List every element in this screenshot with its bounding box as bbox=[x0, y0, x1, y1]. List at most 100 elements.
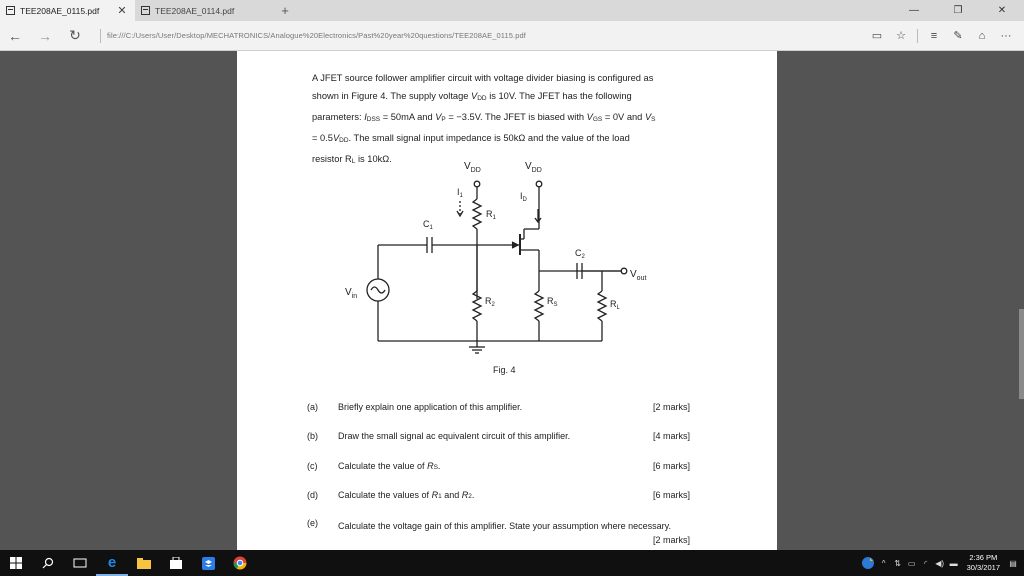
close-window-button[interactable]: ✕ bbox=[980, 0, 1024, 21]
i1-label: I1 bbox=[457, 187, 464, 199]
tab-bar: TEE208AE_0115.pdf ✕ TEE208AE_0114.pdf + … bbox=[0, 0, 1024, 21]
address-bar: ← → ↻ file:///C:/Users/User/Desktop/MECH… bbox=[0, 21, 1024, 51]
restore-button[interactable]: ❐ bbox=[936, 0, 980, 21]
text: is 10V. The JFET has the following bbox=[486, 91, 632, 101]
divider bbox=[100, 28, 101, 43]
new-tab-button[interactable]: + bbox=[270, 0, 300, 21]
keyboard-button[interactable]: ▬ bbox=[947, 550, 961, 576]
tab-page-icon bbox=[141, 6, 150, 15]
text: . bbox=[471, 490, 475, 500]
text: = 0V and bbox=[602, 112, 645, 122]
more-button[interactable]: ··· bbox=[994, 21, 1018, 51]
subscript: DD bbox=[339, 137, 349, 144]
rs-resistor bbox=[533, 290, 545, 322]
marks: [2 marks] bbox=[653, 535, 691, 545]
symbol: R bbox=[427, 461, 434, 471]
pdf-page: A JFET source follower amplifier circuit… bbox=[237, 51, 777, 550]
vdd-left-label: VDD bbox=[464, 161, 481, 174]
dropbox-icon bbox=[201, 556, 215, 570]
wifi-button[interactable]: ◜ bbox=[919, 550, 933, 576]
file-explorer-button[interactable] bbox=[128, 550, 160, 576]
subquestion-label: (c) bbox=[307, 461, 318, 471]
rl-resistor bbox=[596, 290, 608, 322]
symbol: R bbox=[461, 490, 469, 500]
r1-resistor bbox=[471, 198, 483, 230]
edge-taskbar-button[interactable]: e bbox=[96, 550, 128, 576]
clock-date: 30/3/2017 bbox=[966, 563, 1000, 572]
hub-button[interactable]: ≡ bbox=[922, 21, 946, 51]
clock[interactable]: 2:36 PM 30/3/2017 bbox=[967, 553, 1000, 573]
task-view-button[interactable] bbox=[64, 550, 96, 576]
marks: [6 marks] bbox=[653, 490, 691, 500]
network-status-icon[interactable]: ⇅ bbox=[891, 550, 905, 576]
vdd-left-terminal bbox=[473, 180, 481, 188]
id-arrowhead bbox=[534, 217, 542, 224]
subquestion-text: Calculate the value of RS. bbox=[338, 461, 668, 471]
subscript: P bbox=[441, 116, 446, 123]
toolbar: ▭ ☆ ≡ ✎ ⌂ ··· bbox=[865, 21, 1024, 51]
sync-icon: ⇅ bbox=[894, 558, 901, 568]
jfet-gate-arrow bbox=[511, 241, 520, 249]
rl-label: RL bbox=[610, 299, 621, 311]
subscript: 2 bbox=[468, 493, 472, 500]
c1-label: C1 bbox=[423, 219, 434, 231]
show-hidden-icons-button[interactable]: ^ bbox=[877, 550, 891, 576]
share-button[interactable]: ⌂ bbox=[970, 21, 994, 51]
chevron-up-icon: ^ bbox=[881, 558, 886, 568]
subquestion-text: Calculate the values of R1 and R2. bbox=[338, 490, 668, 500]
url-field[interactable]: file:///C:/Users/User/Desktop/MECHATRONI… bbox=[107, 31, 526, 40]
text: . bbox=[437, 461, 441, 471]
system-tray: ^ ⇅ ▭ ◜ ◀) ▬ 2:36 PM 30/3/2017 ▤ bbox=[859, 550, 1024, 576]
dropbox-button[interactable] bbox=[192, 550, 224, 576]
battery-button[interactable]: ▭ bbox=[905, 550, 919, 576]
chrome-button[interactable] bbox=[224, 550, 256, 576]
vdd-right-label: VDD bbox=[525, 161, 542, 174]
tab-tee208ae-0114[interactable]: TEE208AE_0114.pdf bbox=[135, 0, 270, 21]
app-tray-icon[interactable] bbox=[859, 550, 877, 576]
marks: [6 marks] bbox=[653, 461, 691, 471]
notification-icon: ▤ bbox=[1009, 558, 1017, 568]
pen-icon: ✎ bbox=[953, 30, 963, 42]
forward-button[interactable]: → bbox=[30, 21, 60, 51]
refresh-button[interactable]: ↻ bbox=[60, 21, 90, 51]
volume-button[interactable]: ◀) bbox=[933, 550, 947, 576]
text: resistor R bbox=[312, 154, 352, 164]
reading-view-button[interactable]: ▭ bbox=[865, 21, 889, 51]
search-button[interactable] bbox=[32, 550, 64, 576]
subscript: S bbox=[651, 116, 656, 123]
scrollbar-thumb[interactable] bbox=[1019, 309, 1024, 399]
text: = 0.5 bbox=[312, 133, 333, 143]
minimize-button[interactable]: — bbox=[892, 0, 936, 21]
wifi-icon: ◜ bbox=[924, 558, 928, 568]
vout-label: Vout bbox=[630, 269, 646, 282]
pdf-viewer[interactable]: A JFET source follower amplifier circuit… bbox=[0, 51, 1024, 550]
symbol: V bbox=[644, 112, 652, 122]
intro-line: resistor RL is 10kΩ. bbox=[312, 150, 705, 171]
symbol: I bbox=[364, 112, 367, 122]
edge-icon: e bbox=[107, 553, 117, 571]
start-button[interactable] bbox=[0, 550, 32, 576]
subquestion-label: (e) bbox=[307, 518, 318, 528]
back-button[interactable]: ← bbox=[0, 21, 30, 51]
tab-label: TEE208AE_0114.pdf bbox=[155, 5, 235, 16]
circuit-diagram: VDD I1 R1 VDD ID bbox=[345, 161, 646, 375]
subquestion-label: (d) bbox=[307, 490, 318, 500]
arrow-left-icon: ← bbox=[8, 27, 22, 44]
close-icon[interactable]: ✕ bbox=[117, 5, 127, 17]
marks: [4 marks] bbox=[653, 431, 691, 441]
action-center-button[interactable]: ▤ bbox=[1006, 550, 1020, 576]
store-button[interactable] bbox=[160, 550, 192, 576]
share-icon: ⌂ bbox=[978, 29, 986, 42]
search-icon bbox=[42, 557, 54, 569]
id-label: ID bbox=[520, 191, 528, 203]
tab-tee208ae-0115[interactable]: TEE208AE_0115.pdf ✕ bbox=[0, 0, 135, 21]
arrow-right-icon: → bbox=[38, 27, 52, 44]
refresh-icon: ↻ bbox=[69, 27, 81, 43]
book-icon: ▭ bbox=[871, 30, 883, 42]
speaker-icon: ◀) bbox=[935, 558, 945, 568]
favorite-button[interactable]: ☆ bbox=[889, 21, 913, 51]
text: = −3.5V. The JFET is biased with bbox=[445, 112, 587, 122]
web-note-button[interactable]: ✎ bbox=[946, 21, 970, 51]
more-icon: ··· bbox=[1000, 29, 1012, 42]
